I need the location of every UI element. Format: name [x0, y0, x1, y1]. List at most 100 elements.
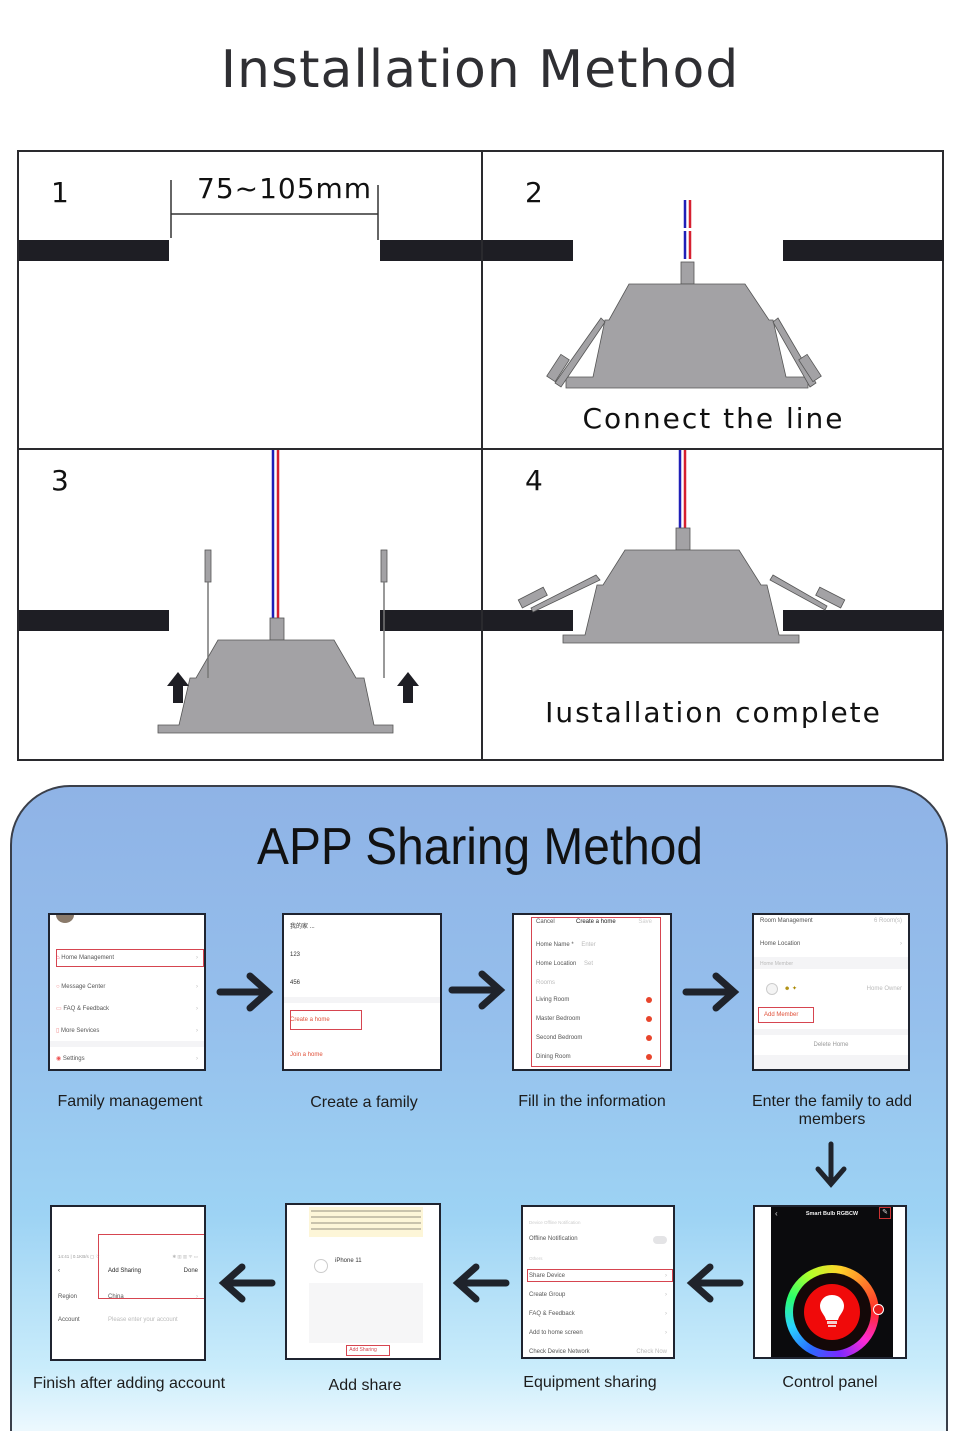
offline-toggle[interactable]: [653, 1236, 667, 1244]
faq-feedback-item[interactable]: FAQ & Feedback›: [529, 1311, 667, 1317]
downlight-fixture: [517, 527, 846, 644]
save-button[interactable]: Save: [638, 919, 652, 925]
remove-icon[interactable]: [646, 1054, 652, 1060]
field-placeholder: Please enter your account: [108, 1317, 178, 1323]
ceiling-left: [19, 610, 169, 631]
info-banner: [309, 1207, 423, 1237]
menu-item-home-management[interactable]: ⌂ Home Management›: [56, 955, 198, 961]
info-banner-text: [311, 1210, 421, 1212]
arrow-right-icon: [682, 972, 740, 1012]
device-title: Smart Bulb RGBCW: [805, 1211, 859, 1217]
install-step-4: 4 Iustallation complete: [483, 450, 944, 761]
check-now-link[interactable]: Check Now: [636, 1349, 667, 1355]
form-header: Cancel Create a home Save: [536, 916, 652, 928]
back-icon[interactable]: ‹: [775, 1209, 778, 1218]
color-picker-handle[interactable]: [873, 1304, 884, 1315]
separator: [754, 1055, 908, 1069]
installed-fixture-diagram: [483, 450, 944, 644]
item-label: Offline Notification: [529, 1236, 578, 1242]
screenshot-equipment-sharing: Device Offline Notification Offline Noti…: [521, 1205, 675, 1359]
menu-item-more-services[interactable]: ▯ More Services›: [56, 1028, 198, 1034]
app-sharing-title: APP Sharing Method: [257, 818, 703, 876]
rooms-header: Rooms: [536, 980, 556, 986]
highlight-box: [346, 1345, 390, 1356]
join-home-button[interactable]: Join a home: [290, 1052, 323, 1058]
field-label: Region: [58, 1294, 78, 1300]
step-label-add-members: Enter the family to add members: [751, 1093, 913, 1128]
step-label-finish: Finish after adding account: [32, 1375, 226, 1392]
edit-icon[interactable]: ✎: [879, 1207, 891, 1219]
share-device-item[interactable]: Share Device›: [529, 1273, 667, 1279]
member-avatar: [766, 983, 778, 995]
offline-notification-item: Offline Notification: [529, 1233, 667, 1245]
home-member-header: Home Member: [760, 961, 794, 967]
connect-wire-diagram: [483, 200, 944, 389]
member-item[interactable]: ☻ ✦Home Owner: [784, 983, 902, 995]
grid-divider-horizontal: [19, 448, 942, 450]
nav-bar: ‹ Add Sharing Done: [58, 1265, 198, 1277]
field-placeholder: Enter: [581, 942, 596, 948]
ceiling-right: [783, 610, 944, 631]
dimension-label: 75~105mm: [197, 172, 373, 205]
home-item[interactable]: 123: [290, 952, 301, 958]
dark-panel: ‹ Smart Bulb RGBCW ✎: [771, 1207, 893, 1357]
room-label: Master Bedroom: [536, 1016, 581, 1022]
add-member-button[interactable]: Add Member: [764, 1012, 799, 1018]
menu-item-settings[interactable]: ◉ Settings›: [56, 1056, 198, 1062]
add-to-home-screen-item[interactable]: Add to home screen›: [529, 1330, 667, 1336]
step-number: 4: [525, 464, 543, 497]
installation-title: Installation Method: [220, 40, 740, 100]
step-caption: Iustallation complete: [545, 696, 882, 729]
room-item[interactable]: Second Bedroom: [536, 1032, 652, 1044]
step-caption: Connect the line: [582, 402, 845, 435]
home-name-field[interactable]: Home Name * Enter: [536, 939, 652, 951]
delete-home-button[interactable]: Delete Home: [813, 1042, 849, 1048]
highlight-box: [98, 1234, 204, 1299]
item-label: Create Group: [529, 1292, 566, 1298]
home-location-field[interactable]: Home Location Set: [536, 958, 652, 970]
room-item[interactable]: Dining Room: [536, 1051, 652, 1063]
room-label: Dining Room: [536, 1054, 571, 1060]
account-field[interactable]: Account Please enter your account: [58, 1314, 198, 1326]
insert-fixture-diagram: [19, 450, 481, 734]
field-label: Account: [58, 1317, 80, 1323]
room-count: 6 Room(s): [873, 918, 902, 924]
cancel-button[interactable]: Cancel: [536, 919, 555, 925]
arrow-left-icon: [452, 1263, 510, 1303]
step-label-create-family: Create a family: [310, 1094, 418, 1111]
remove-icon[interactable]: [646, 1016, 652, 1022]
arrow-right-icon: [216, 972, 274, 1012]
status-bar: 14:41 | 0.1KB/s ▢ ♡✱ ▥ ▥ ᯤ ▭: [58, 1254, 198, 1259]
home-location-item[interactable]: Home Location›: [760, 941, 902, 947]
menu-item-faq[interactable]: ▭ FAQ & Feedback›: [56, 1006, 198, 1012]
screenshot-control-panel: ‹ Smart Bulb RGBCW ✎: [753, 1205, 907, 1359]
step-label-add-share: Add share: [328, 1377, 402, 1394]
hole-dimension-diagram: [19, 180, 481, 261]
screenshot-fill-information: Cancel Create a home Save Home Name * En…: [512, 913, 672, 1071]
menu-item-label: Settings: [62, 1056, 85, 1062]
menu-item-label: FAQ & Feedback: [63, 1006, 110, 1012]
room-item[interactable]: Living Room: [536, 994, 652, 1006]
home-item[interactable]: 我的家 ...: [290, 924, 315, 930]
done-button[interactable]: Done: [183, 1268, 198, 1274]
offline-section-header: Device Offline Notification: [529, 1220, 581, 1225]
home-item[interactable]: 456: [290, 980, 301, 986]
arrow-right-icon: [448, 970, 506, 1010]
back-icon[interactable]: ‹: [58, 1268, 60, 1274]
step-number: 2: [525, 176, 543, 209]
remove-icon[interactable]: [646, 1035, 652, 1041]
menu-item-message-center[interactable]: ○ Message Center›: [56, 984, 198, 990]
create-group-item[interactable]: Create Group›: [529, 1292, 667, 1298]
add-sharing-button[interactable]: Add Sharing: [349, 1347, 377, 1353]
empty-area: [309, 1283, 423, 1343]
room-item[interactable]: Master Bedroom: [536, 1013, 652, 1025]
ceiling-left: [483, 610, 573, 631]
remove-icon[interactable]: [646, 997, 652, 1003]
arrow-left-icon: [686, 1263, 744, 1303]
arrow-down-icon: [815, 1141, 847, 1188]
create-home-button[interactable]: Create a home: [290, 1017, 330, 1023]
